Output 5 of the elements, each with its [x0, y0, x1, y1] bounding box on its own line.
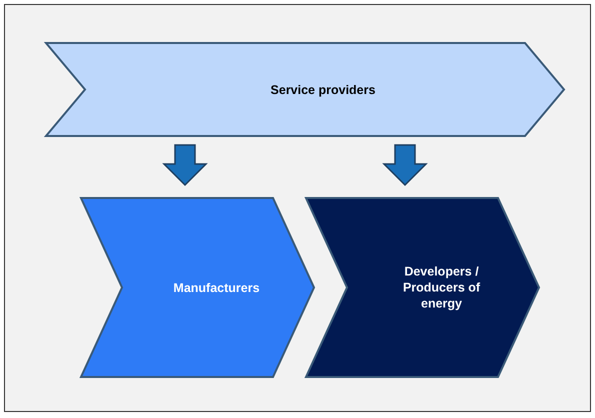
block-arrow [162, 144, 208, 186]
node-label: Developers / Producers of energy [402, 263, 482, 312]
block-arrow [382, 144, 428, 186]
node-label: Manufacturers [172, 279, 261, 296]
node-label: Service providers [270, 81, 376, 98]
